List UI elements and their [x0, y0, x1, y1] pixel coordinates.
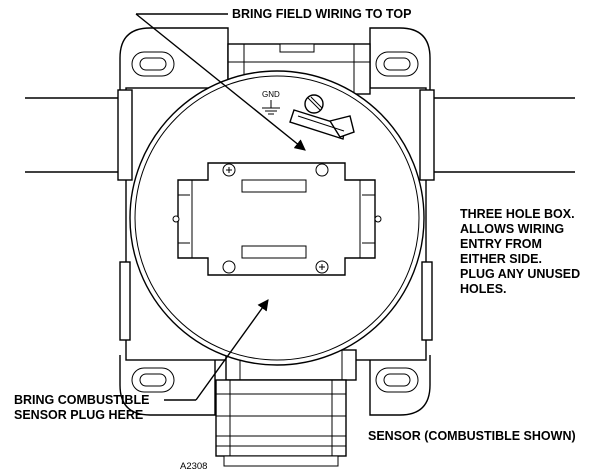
field-wiring-label: BRING FIELD WIRING TO TOP [232, 7, 411, 21]
figure-id: A2308 [180, 461, 207, 472]
mounting-ear-top-left [119, 27, 229, 90]
side-pin-left-icon [172, 215, 180, 223]
side-boss-left [119, 261, 131, 341]
hole-top-right-icon [315, 163, 329, 177]
conduit-left [25, 97, 128, 173]
combustible-plug-label: BRING COMBUSTIBLE SENSOR PLUG HERE [14, 393, 149, 422]
field-wiring-arrow [135, 13, 306, 151]
sensor-label: SENSOR (COMBUSTIBLE SHOWN) [368, 429, 576, 443]
conduit-right [425, 97, 575, 173]
ground-lug [289, 109, 355, 140]
svg-text:BRING COMBUSTIBLE: BRING COMBUSTIBLE [14, 393, 149, 407]
combustible-plug-arrow [195, 299, 269, 401]
side-pin-right-icon [374, 215, 382, 223]
mounting-ear-bottom-right [369, 355, 431, 416]
screw-top-left-icon [222, 163, 236, 177]
ground-icon [262, 100, 280, 115]
side-boss-right [421, 261, 433, 341]
combustible-sensor [215, 379, 347, 467]
three-hole-box-label: THREE HOLE BOX. ALLOWS WIRING ENTRY FROM… [460, 207, 580, 296]
sensor-bracket [177, 162, 376, 276]
side-hub-left [117, 89, 133, 181]
screw-bottom-right-icon [315, 260, 329, 274]
svg-text:ENTRY FROM: ENTRY FROM [460, 237, 542, 251]
mounting-ear-top-right [369, 27, 431, 90]
svg-text:EITHER SIDE.: EITHER SIDE. [460, 252, 542, 266]
svg-text:THREE HOLE BOX.: THREE HOLE BOX. [460, 207, 575, 221]
svg-text:PLUG ANY UNUSED: PLUG ANY UNUSED [460, 267, 580, 281]
side-hub-right [419, 89, 435, 181]
svg-text:SENSOR PLUG HERE: SENSOR PLUG HERE [14, 408, 143, 422]
svg-text:ALLOWS WIRING: ALLOWS WIRING [460, 222, 564, 236]
cover-inner-ring [134, 75, 420, 361]
hole-bottom-left-icon [222, 260, 236, 274]
svg-text:HOLES.: HOLES. [460, 282, 507, 296]
ground-screw-icon [304, 94, 324, 114]
gnd-label: GND [262, 90, 280, 99]
